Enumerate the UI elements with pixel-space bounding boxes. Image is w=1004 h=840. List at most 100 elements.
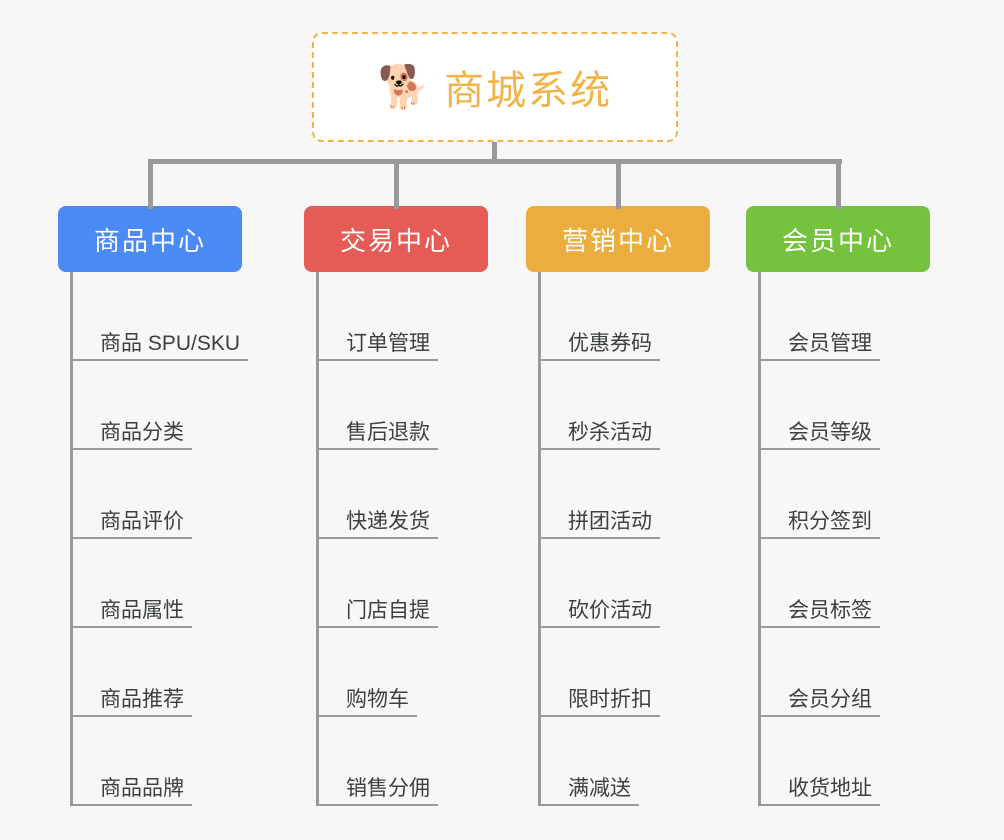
leaf-item-label: 会员等级 xyxy=(788,420,872,444)
leaf-item-rule xyxy=(758,359,880,361)
category-column-marketing-center: 营销中心优惠券码秒杀活动拼团活动砍价活动限时折扣满减送 xyxy=(526,206,746,806)
category-drop-connector-trade-center xyxy=(394,161,399,209)
leaf-item[interactable]: 商品属性 xyxy=(70,539,278,628)
leaf-item-label: 商品品牌 xyxy=(100,776,184,800)
category-header-trade-center[interactable]: 交易中心 xyxy=(304,206,488,272)
category-column-product-center: 商品中心商品 SPU/SKU 商品分类商品评价商品属性商品推荐商品品牌 xyxy=(58,206,278,806)
leaf-item-label: 秒杀活动 xyxy=(568,420,652,444)
leaf-item-rule xyxy=(70,626,192,628)
leaf-item-rule xyxy=(316,804,438,806)
leaf-item-label: 商品 SPU/SKU xyxy=(100,331,241,355)
leaf-item-rule xyxy=(758,715,880,717)
leaf-item-label: 收货地址 xyxy=(788,776,872,800)
leaf-list-trade-center: 订单管理售后退款快递发货门店自提购物车销售分佣 xyxy=(316,272,524,806)
leaf-item-rule xyxy=(70,359,248,361)
leaf-item-label: 商品推荐 xyxy=(100,687,184,711)
leaf-item-label: 积分签到 xyxy=(788,509,872,533)
leaf-item-label: 优惠券码 xyxy=(568,331,652,355)
category-header-marketing-center[interactable]: 营销中心 xyxy=(526,206,710,272)
leaf-item-label: 商品分类 xyxy=(100,420,184,444)
leaf-item-label: 商品评价 xyxy=(100,509,184,533)
leaf-item-rule xyxy=(316,626,438,628)
category-header-member-center[interactable]: 会员中心 xyxy=(746,206,930,272)
category-label: 会员中心 xyxy=(781,225,894,256)
leaf-item-label: 快递发货 xyxy=(346,509,430,533)
leaf-item-rule xyxy=(70,537,192,539)
leaf-item-rule xyxy=(316,359,438,361)
leaf-item-label: 拼团活动 xyxy=(568,509,652,533)
leaf-item[interactable]: 限时折扣 xyxy=(538,628,746,717)
leaf-item-rule xyxy=(316,537,438,539)
leaf-item-rule xyxy=(70,715,192,717)
leaf-item[interactable]: 满减送 xyxy=(538,717,746,806)
category-drop-connector-product-center xyxy=(148,161,153,209)
leaf-item-label: 售后退款 xyxy=(346,420,430,444)
leaf-list-product-center: 商品 SPU/SKU 商品分类商品评价商品属性商品推荐商品品牌 xyxy=(70,272,278,806)
leaf-item-label: 会员标签 xyxy=(788,598,872,622)
leaf-item[interactable]: 积分签到 xyxy=(758,450,966,539)
category-label: 交易中心 xyxy=(339,225,452,256)
leaf-list-marketing-center: 优惠券码秒杀活动拼团活动砍价活动限时折扣满减送 xyxy=(538,272,746,806)
category-spine-product-center xyxy=(70,272,73,806)
leaf-item-rule xyxy=(538,359,660,361)
leaf-item-label: 购物车 xyxy=(346,687,409,711)
category-spine-marketing-center xyxy=(538,272,541,806)
leaf-item[interactable]: 会员等级 xyxy=(758,361,966,450)
leaf-item[interactable]: 商品分类 xyxy=(70,361,278,450)
leaf-item[interactable]: 商品品牌 xyxy=(70,717,278,806)
leaf-item-rule xyxy=(70,804,192,806)
category-label: 营销中心 xyxy=(561,225,674,256)
leaf-item-label: 会员管理 xyxy=(788,331,872,355)
leaf-item[interactable]: 销售分佣 xyxy=(316,717,524,806)
leaf-item-label: 会员分组 xyxy=(788,687,872,711)
leaf-item[interactable]: 优惠券码 xyxy=(538,272,746,361)
category-column-member-center: 会员中心会员管理会员等级积分签到会员标签会员分组收货地址 xyxy=(746,206,966,806)
leaf-list-member-center: 会员管理会员等级积分签到会员标签会员分组收货地址 xyxy=(758,272,966,806)
leaf-item-rule xyxy=(538,448,660,450)
leaf-item-rule xyxy=(758,537,880,539)
root-node-shop-system[interactable]: 🐕 商城系统 xyxy=(312,32,678,142)
leaf-item-rule xyxy=(70,448,192,450)
root-bus-connector xyxy=(148,159,842,164)
leaf-item[interactable]: 秒杀活动 xyxy=(538,361,746,450)
leaf-item-label: 门店自提 xyxy=(346,598,430,622)
leaf-item-rule xyxy=(538,626,660,628)
category-drop-connector-marketing-center xyxy=(616,161,621,209)
leaf-item-label: 销售分佣 xyxy=(346,776,430,800)
leaf-item[interactable]: 门店自提 xyxy=(316,539,524,628)
category-spine-trade-center xyxy=(316,272,319,806)
leaf-item[interactable]: 拼团活动 xyxy=(538,450,746,539)
leaf-item-label: 砍价活动 xyxy=(568,598,652,622)
leaf-item-rule xyxy=(758,804,880,806)
leaf-item[interactable]: 会员管理 xyxy=(758,272,966,361)
root-stem-connector xyxy=(492,142,497,162)
leaf-item[interactable]: 售后退款 xyxy=(316,361,524,450)
category-spine-member-center xyxy=(758,272,761,806)
leaf-item[interactable]: 商品推荐 xyxy=(70,628,278,717)
leaf-item[interactable]: 商品 SPU/SKU xyxy=(70,272,278,361)
leaf-item-label: 限时折扣 xyxy=(568,687,652,711)
leaf-item-rule xyxy=(538,715,660,717)
leaf-item-rule xyxy=(758,448,880,450)
category-header-product-center[interactable]: 商品中心 xyxy=(58,206,242,272)
root-title: 商城系统 xyxy=(444,69,613,113)
leaf-item[interactable]: 会员标签 xyxy=(758,539,966,628)
leaf-item-rule xyxy=(538,537,660,539)
category-label: 商品中心 xyxy=(93,225,206,256)
leaf-item[interactable]: 砍价活动 xyxy=(538,539,746,628)
leaf-item-rule xyxy=(316,715,417,717)
leaf-item-rule xyxy=(538,804,639,806)
leaf-item[interactable]: 订单管理 xyxy=(316,272,524,361)
leaf-item[interactable]: 商品评价 xyxy=(70,450,278,539)
leaf-item[interactable]: 购物车 xyxy=(316,628,524,717)
leaf-item-rule xyxy=(758,626,880,628)
leaf-item[interactable]: 会员分组 xyxy=(758,628,966,717)
category-column-trade-center: 交易中心订单管理售后退款快递发货门店自提购物车销售分佣 xyxy=(304,206,524,806)
leaf-item[interactable]: 快递发货 xyxy=(316,450,524,539)
leaf-item-rule xyxy=(316,448,438,450)
leaf-item-label: 满减送 xyxy=(568,776,631,800)
shiba-dog-icon: 🐕 xyxy=(377,63,431,110)
leaf-item-label: 订单管理 xyxy=(346,331,430,355)
leaf-item[interactable]: 收货地址 xyxy=(758,717,966,806)
